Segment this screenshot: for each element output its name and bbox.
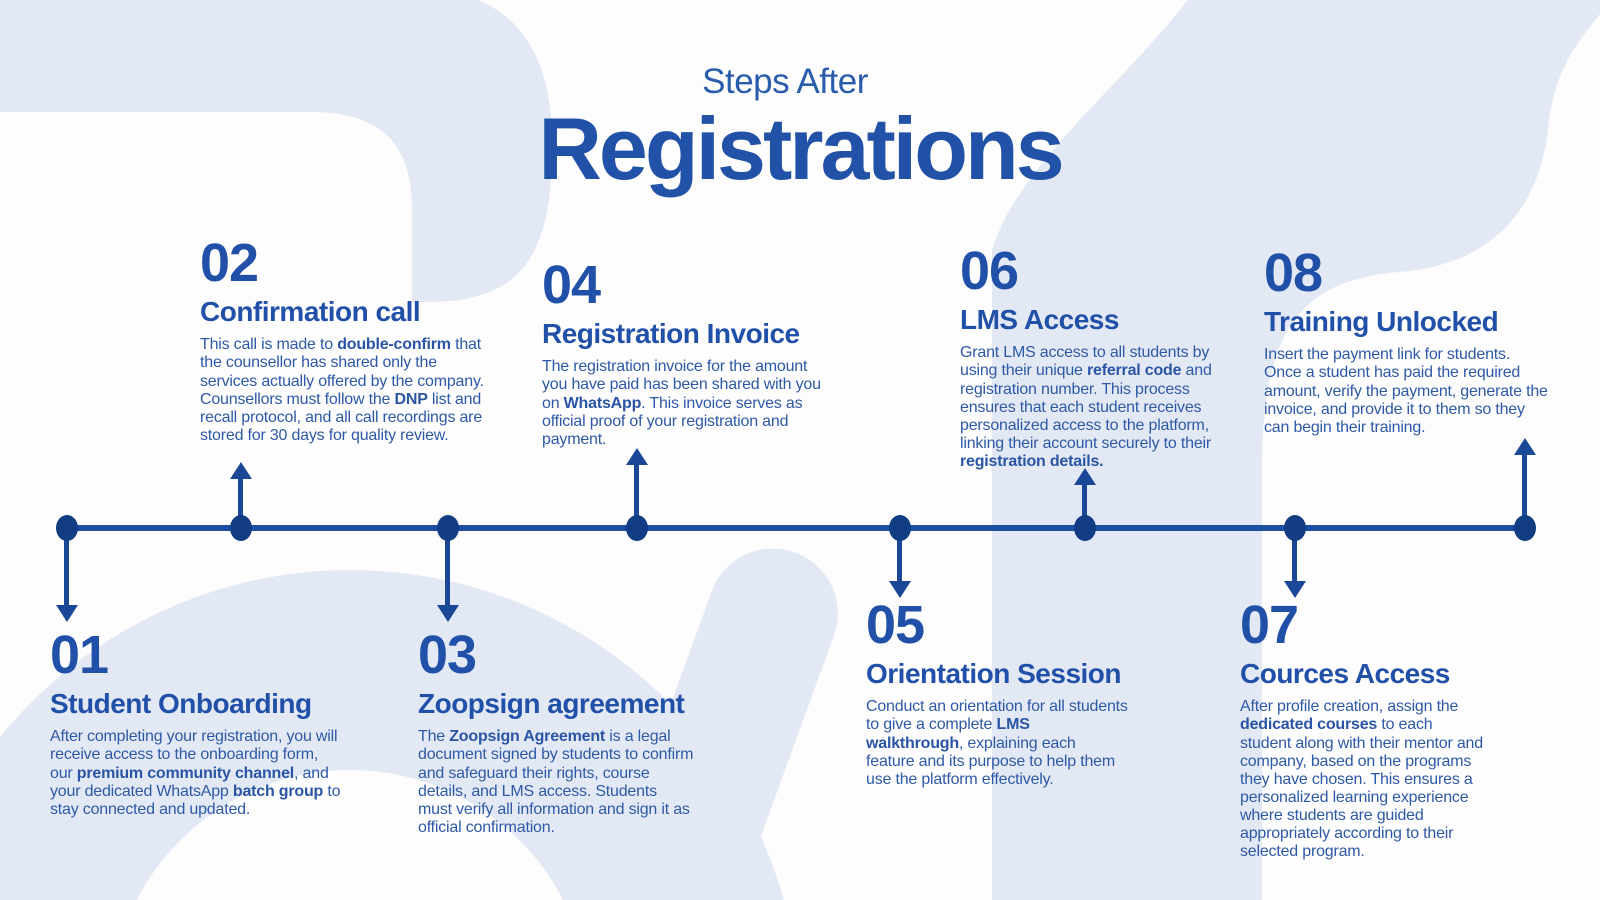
- watermark-shape-right: [992, 0, 1600, 900]
- step-description: The registration invoice for the amount …: [542, 358, 821, 448]
- timeline-arrow-step-07: [1292, 528, 1297, 582]
- timeline-arrow-step-05: [897, 528, 902, 582]
- step-01: 01 Student Onboarding After completing y…: [50, 628, 342, 819]
- step-02: 02 Confirmation call This call is made t…: [200, 236, 484, 445]
- timeline-dot-07: [1284, 515, 1306, 541]
- step-06: 06 LMS Access Grant LMS access to all st…: [960, 244, 1218, 471]
- step-description: The Zoopsign Agreement is a legal docume…: [418, 728, 694, 836]
- step-title: Orientation Session: [866, 658, 1122, 689]
- step-number: 04: [542, 255, 601, 315]
- step-number: 03: [418, 625, 477, 685]
- watermark-shape-bottom-left-ring: [0, 570, 784, 900]
- step-number: 02: [200, 233, 259, 293]
- step-title: Zoopsign agreement: [418, 688, 685, 719]
- watermark-shape-top-left: [0, 0, 552, 302]
- timeline-dot-01: [56, 515, 78, 541]
- step-title: LMS Access: [960, 304, 1119, 335]
- timeline-dot-06: [1074, 515, 1096, 541]
- step-description: Insert the payment link for students. On…: [1264, 346, 1548, 436]
- step-description: After completing your registration, you …: [50, 728, 341, 818]
- step-number: 07: [1240, 595, 1299, 655]
- page-title-line2: Registrations: [538, 99, 1064, 198]
- step-number: 06: [960, 241, 1019, 301]
- timeline-arrow-step-02: [238, 478, 243, 528]
- timeline-arrow-step-06: [1082, 484, 1087, 528]
- step-number: 08: [1264, 243, 1323, 303]
- timeline-arrow-step-08: [1522, 454, 1527, 528]
- step-description: After profile creation, assign the dedic…: [1240, 698, 1483, 861]
- timeline-dot-08: [1514, 515, 1536, 541]
- step-title: Registration Invoice: [542, 318, 800, 349]
- step-title: Student Onboarding: [50, 688, 312, 719]
- step-description: Grant LMS access to all students by usin…: [960, 344, 1212, 470]
- step-07: 07 Cources Access After profile creation…: [1240, 598, 1486, 861]
- timeline-dot-02: [230, 515, 252, 541]
- step-03: 03 Zoopsign agreement The Zoopsign Agree…: [418, 628, 694, 837]
- step-description: Conduct an orientation for all students …: [866, 698, 1128, 788]
- timeline-dot-05: [889, 515, 911, 541]
- timeline-dot-04: [626, 515, 648, 541]
- page-title-line1: Steps After: [702, 62, 868, 101]
- step-08: 08 Training Unlocked Insert the payment …: [1264, 246, 1550, 437]
- step-title: Training Unlocked: [1264, 306, 1499, 337]
- timeline-arrow-step-04: [634, 464, 639, 528]
- step-title: Cources Access: [1240, 658, 1450, 689]
- step-title: Confirmation call: [200, 296, 421, 327]
- step-05: 05 Orientation Session Conduct an orient…: [866, 598, 1128, 789]
- timeline-arrow-step-01: [64, 528, 69, 606]
- step-number: 01: [50, 625, 109, 685]
- step-04: 04 Registration Invoice The registration…: [542, 258, 826, 449]
- timeline-line: [64, 525, 1528, 531]
- timeline-dot-03: [437, 515, 459, 541]
- step-description: This call is made to double-confirm that…: [200, 336, 484, 444]
- step-number: 05: [866, 595, 925, 655]
- timeline-arrow-step-03: [445, 528, 450, 606]
